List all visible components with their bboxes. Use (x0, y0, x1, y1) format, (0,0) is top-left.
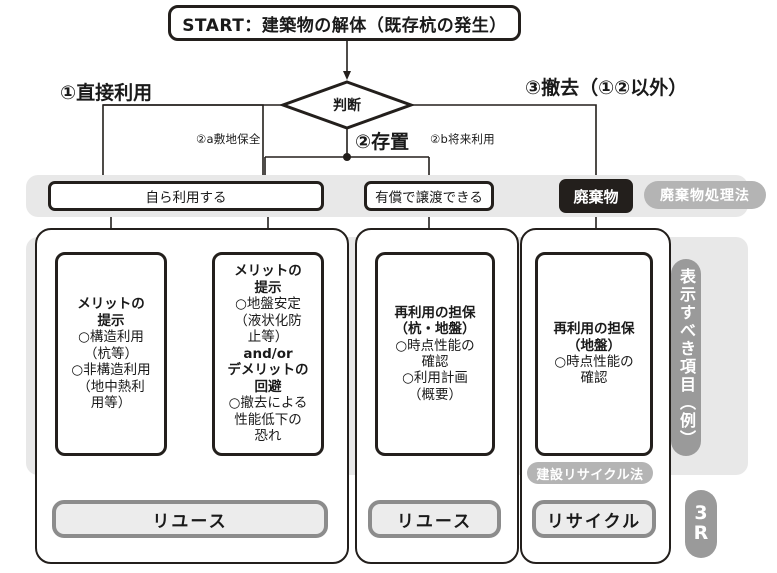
detail-body-line: （概要） (408, 386, 462, 403)
detail-mid-line: and/or (243, 345, 293, 362)
badge-3r-line1: 3 (694, 502, 708, 525)
law-badge-construction-recycling: 建設リサイクル法 (527, 462, 653, 484)
detail-body-line: ○時点性能の (554, 354, 634, 370)
detail-title-line: （地盤） (567, 337, 621, 354)
detail-body-line: （液状化防 (234, 312, 302, 329)
branch-label-removal: ③撤去（①②以外） (525, 77, 688, 99)
category-waste: 廃棄物 (559, 179, 633, 213)
outcome-reuse-transfer: リユース (368, 500, 501, 538)
outcome-recycle: リサイクル (532, 500, 656, 538)
detail-title-line: メリットの (234, 263, 302, 280)
detail-title-line: 提示 (254, 279, 282, 296)
detail-title-line: メリットの (77, 296, 145, 313)
start-node: START：建築物の解体（既存杭の発生） (168, 5, 521, 41)
detail-body2-line: 性能低下の (234, 411, 302, 428)
outcome-reuse-direct: リユース (52, 500, 328, 538)
junction-dot (343, 153, 351, 161)
detail-body2-line: 恐れ (254, 428, 282, 445)
law-badge-waste-management: 廃棄物処理法 (644, 181, 766, 209)
detail-body-line: 確認 (421, 354, 449, 370)
detail-title-line: 再利用の担保 (553, 321, 635, 338)
detail-title2-line: 回避 (254, 378, 282, 395)
decision-label: 判断 (333, 98, 361, 114)
detail-body-line: 用等） (90, 395, 132, 412)
detail-body-line: ○利用計画 (402, 370, 468, 387)
badge-3r: 3 R (685, 490, 717, 558)
decision-node: 判断 (283, 82, 411, 128)
detail-body-line: ○時点性能の (395, 337, 475, 354)
category-paid-transfer: 有償で譲渡できる (364, 181, 494, 211)
detail-body-line: 止等） (247, 329, 289, 346)
side-label-display-items: 表示すべき項目（例） (671, 259, 701, 456)
branch-label-retain: ②存置 (355, 131, 410, 153)
detail-body-line: 確認 (580, 370, 608, 387)
detail-box-merits-demerits: メリットの 提示 ○地盤安定 （液状化防 止等） and/or デメリットの 回… (212, 252, 324, 456)
detail-body-line: ○地盤安定 (235, 296, 301, 313)
detail-box-merits-structural: メリットの 提示 ○構造利用 （杭等） ○非構造利用 （地中熱利 用等） (55, 252, 167, 456)
detail-title-line: （杭・地盤） (394, 321, 476, 338)
detail-body-line: （地中熱利 (77, 378, 145, 395)
detail-body2-line: ○撤去による (228, 395, 308, 412)
sub-label-future-use: ②b将来利用 (430, 132, 495, 146)
detail-body-line: ○非構造利用 (71, 362, 151, 379)
detail-box-reuse-guarantee-ground: 再利用の担保 （地盤） ○時点性能の 確認 (535, 252, 653, 456)
detail-title2-line: デメリットの (227, 362, 309, 379)
detail-body-line: （杭等） (84, 345, 138, 362)
badge-3r-line2: R (693, 522, 709, 544)
side-label-text: 表示すべき項目（例） (677, 267, 696, 448)
category-self-use: 自ら利用する (48, 181, 324, 211)
detail-body-line: ○構造利用 (78, 329, 144, 346)
detail-title-line: 提示 (97, 312, 125, 329)
sub-label-site-preservation: ②a敷地保全 (196, 132, 261, 146)
detail-box-reuse-guarantee-pile-ground: 再利用の担保 （杭・地盤） ○時点性能の 確認 ○利用計画 （概要） (375, 252, 495, 456)
branch-label-direct-use: ①直接利用 (60, 82, 153, 104)
detail-title-line: 再利用の担保 (394, 304, 476, 321)
